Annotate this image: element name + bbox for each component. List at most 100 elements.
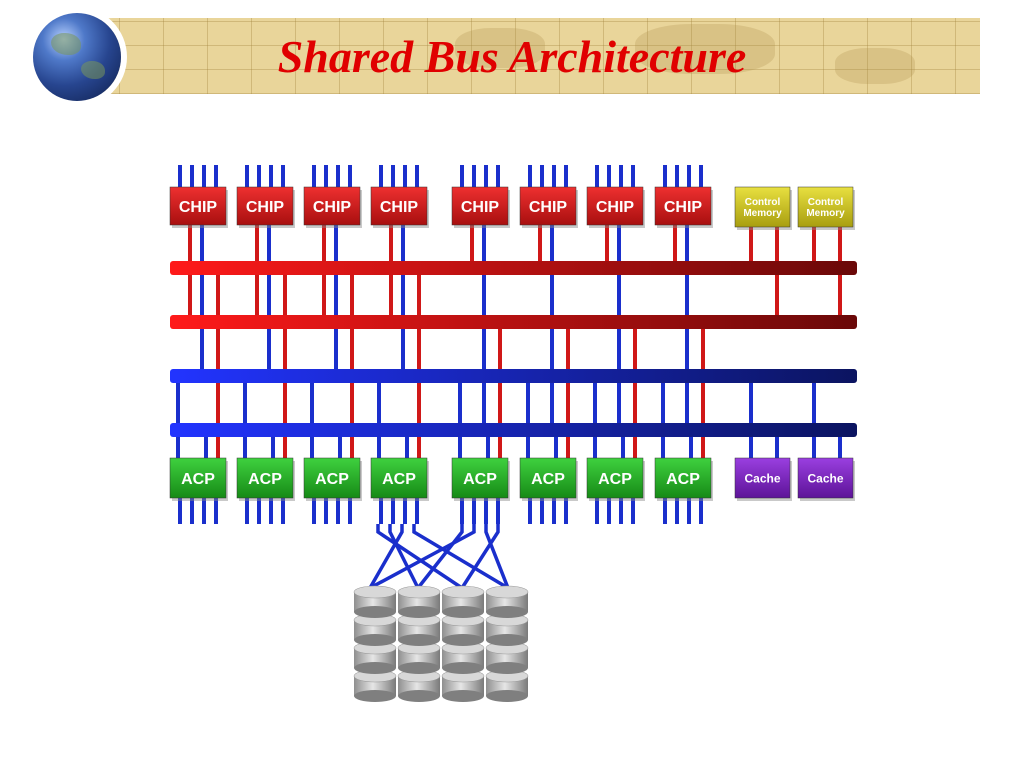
acp-blue-wire (621, 427, 625, 458)
chip-blue-wire (200, 225, 204, 373)
acp-box (586, 457, 644, 499)
acp-blue-wire (526, 373, 530, 458)
acp-blue-wire (271, 427, 275, 458)
disk-bottom (442, 634, 484, 646)
disk-bottom (354, 634, 396, 646)
memory-red-wire (812, 225, 816, 265)
chip-pin (619, 165, 623, 187)
acp-blue-wire (689, 427, 693, 458)
chip-box-label: CHIP (313, 199, 352, 216)
disk-bottom (486, 662, 528, 674)
disk-connection-wire (460, 524, 500, 589)
disk-bottom (398, 662, 440, 674)
control-memory-box-label: Memory (806, 208, 845, 219)
acp-box (303, 457, 361, 499)
disk-wires (368, 524, 510, 590)
disk-connection-wire (412, 524, 509, 590)
acp-box (654, 457, 712, 499)
acp-box (451, 457, 509, 499)
acp-pin (202, 498, 206, 524)
acp-pin (619, 498, 623, 524)
disk-connection-wire (369, 524, 476, 590)
acp-pin (257, 498, 261, 524)
acp-pin (460, 498, 464, 524)
acp-pin (312, 498, 316, 524)
control-memory-box (734, 186, 791, 228)
chip-box (169, 186, 227, 226)
acp-blue-wire (377, 373, 381, 458)
chip-pin (190, 165, 194, 187)
disk-bottom (442, 662, 484, 674)
control-memory-box-label: Control (808, 197, 844, 208)
disk-top (353, 585, 397, 599)
acp-box-label: ACP (598, 471, 632, 488)
acp-pin (687, 498, 691, 524)
chip-box (519, 186, 577, 226)
cache-blue-wire (812, 373, 816, 458)
acp-pin (269, 498, 273, 524)
acp-box-label: ACP (315, 471, 349, 488)
chip-box-label: CHIP (380, 199, 419, 216)
acp-red-wire (566, 319, 570, 458)
acp-blue-wire (204, 427, 208, 458)
red-bus (170, 261, 857, 275)
cache-blue-wire (775, 427, 779, 458)
cache-box (797, 457, 854, 499)
disk-bottom (354, 606, 396, 618)
globe-icon (33, 13, 121, 101)
acp-box-label: ACP (382, 471, 416, 488)
map-landmass (455, 28, 545, 68)
globe-continent (81, 61, 105, 79)
chip-pin (564, 165, 568, 187)
globe-continent (51, 33, 81, 55)
disk-bottom (398, 634, 440, 646)
acp-box (169, 457, 227, 499)
connector-pins (178, 165, 703, 524)
header-band (75, 18, 980, 94)
chip-box-label: CHIP (529, 199, 568, 216)
acp-blue-wire (661, 373, 665, 458)
chip-box (236, 186, 294, 226)
chip-pin (269, 165, 273, 187)
acp-box (370, 457, 428, 499)
disk-storage (353, 585, 529, 702)
cache-blue-wire (838, 427, 842, 458)
map-landmass (635, 24, 775, 74)
acp-blue-wire (310, 373, 314, 458)
acp-blue-wire (176, 373, 180, 458)
chip-pin (379, 165, 383, 187)
chip-pin (595, 165, 599, 187)
acp-red-wire (417, 265, 421, 458)
chip-box-label: CHIP (179, 199, 218, 216)
acp-pin (245, 498, 249, 524)
chip-pin (484, 165, 488, 187)
chip-pin (178, 165, 182, 187)
chip-pin (631, 165, 635, 187)
acp-red-wire (498, 319, 502, 458)
disk-bottom (442, 690, 484, 702)
acp-pin (528, 498, 532, 524)
acp-pin (472, 498, 476, 524)
blue-bus (170, 369, 857, 383)
page-title: Shared Bus Architecture (277, 31, 747, 82)
acp-red-wire (350, 265, 354, 458)
chip-box (586, 186, 644, 226)
acp-pin (564, 498, 568, 524)
disk-bottom (398, 690, 440, 702)
world-map-background (75, 18, 980, 94)
disk-top (485, 585, 529, 599)
acp-pin (336, 498, 340, 524)
acp-blue-wire (486, 427, 490, 458)
acp-red-wire (701, 319, 705, 458)
chip-pin (214, 165, 218, 187)
chip-pin (607, 165, 611, 187)
acp-pin (379, 498, 383, 524)
acp-box-label: ACP (181, 471, 215, 488)
control-memory-box-label: Control (745, 197, 781, 208)
chip-pin (281, 165, 285, 187)
acp-pin (607, 498, 611, 524)
acp-pin (484, 498, 488, 524)
chip-pin (528, 165, 532, 187)
chip-pin (336, 165, 340, 187)
